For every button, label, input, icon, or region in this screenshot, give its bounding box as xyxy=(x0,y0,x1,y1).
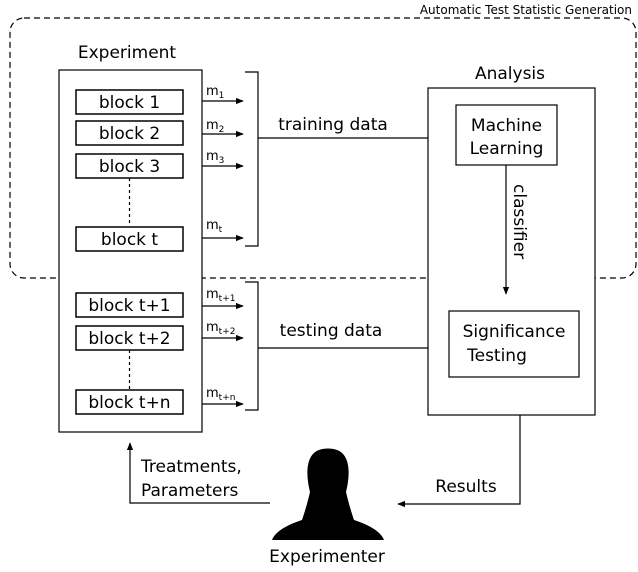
experiment-title: Experiment xyxy=(78,43,177,63)
block-t-plus-n: block t+n xyxy=(75,389,184,415)
block-label: block t+1 xyxy=(88,296,170,316)
classifier-label: classifier xyxy=(509,184,529,259)
measurement-label: m2 xyxy=(206,118,224,135)
block-label: block 2 xyxy=(99,124,160,144)
auto-generation-region xyxy=(9,17,637,279)
ml-label-line1: Machine xyxy=(471,116,542,136)
measurement-label: mt+1 xyxy=(206,287,235,304)
significance-testing-box: Significance Testing xyxy=(448,310,580,378)
sig-label-line1: Significance xyxy=(463,322,566,342)
training-data-label: training data xyxy=(278,115,388,135)
measurement-label: m1 xyxy=(206,84,224,101)
block-label: block t xyxy=(101,230,159,250)
block-label: block t+n xyxy=(88,393,170,413)
treatments-arrow xyxy=(126,442,270,504)
results-arrow xyxy=(397,415,521,508)
sig-label-line2: Testing xyxy=(466,346,527,366)
experimenter-label: Experimenter xyxy=(269,547,385,567)
measurement-label: mt+n xyxy=(206,386,235,403)
ml-label-line2: Learning xyxy=(470,139,544,159)
block-t-plus-1: block t+1 xyxy=(75,292,184,318)
block-2: block 2 xyxy=(75,120,184,146)
testing-bracket xyxy=(245,281,259,411)
measurement-label: mt xyxy=(206,218,223,235)
block-t-plus-2: block t+2 xyxy=(75,325,184,351)
measurement-label: m3 xyxy=(206,149,224,166)
block-3: block 3 xyxy=(75,153,184,179)
testing-data-label: testing data xyxy=(280,321,383,341)
person-silhouette-icon xyxy=(272,448,384,540)
block-label: block t+2 xyxy=(88,329,170,349)
machine-learning-box: Machine Learning xyxy=(455,104,558,166)
results-label: Results xyxy=(435,477,497,497)
block-t: block t xyxy=(75,226,184,252)
measurement-label: mt+2 xyxy=(206,320,235,337)
parameters-label: Parameters xyxy=(141,481,238,501)
treatments-label: Treatments, xyxy=(140,457,242,477)
block-label: block 1 xyxy=(99,93,160,113)
training-bracket xyxy=(245,71,259,247)
region-label: Automatic Test Statistic Generation xyxy=(420,3,632,17)
block-1: block 1 xyxy=(75,89,184,115)
analysis-title: Analysis xyxy=(475,64,545,84)
measurement-arrows xyxy=(202,97,244,408)
block-label: block 3 xyxy=(99,157,160,177)
